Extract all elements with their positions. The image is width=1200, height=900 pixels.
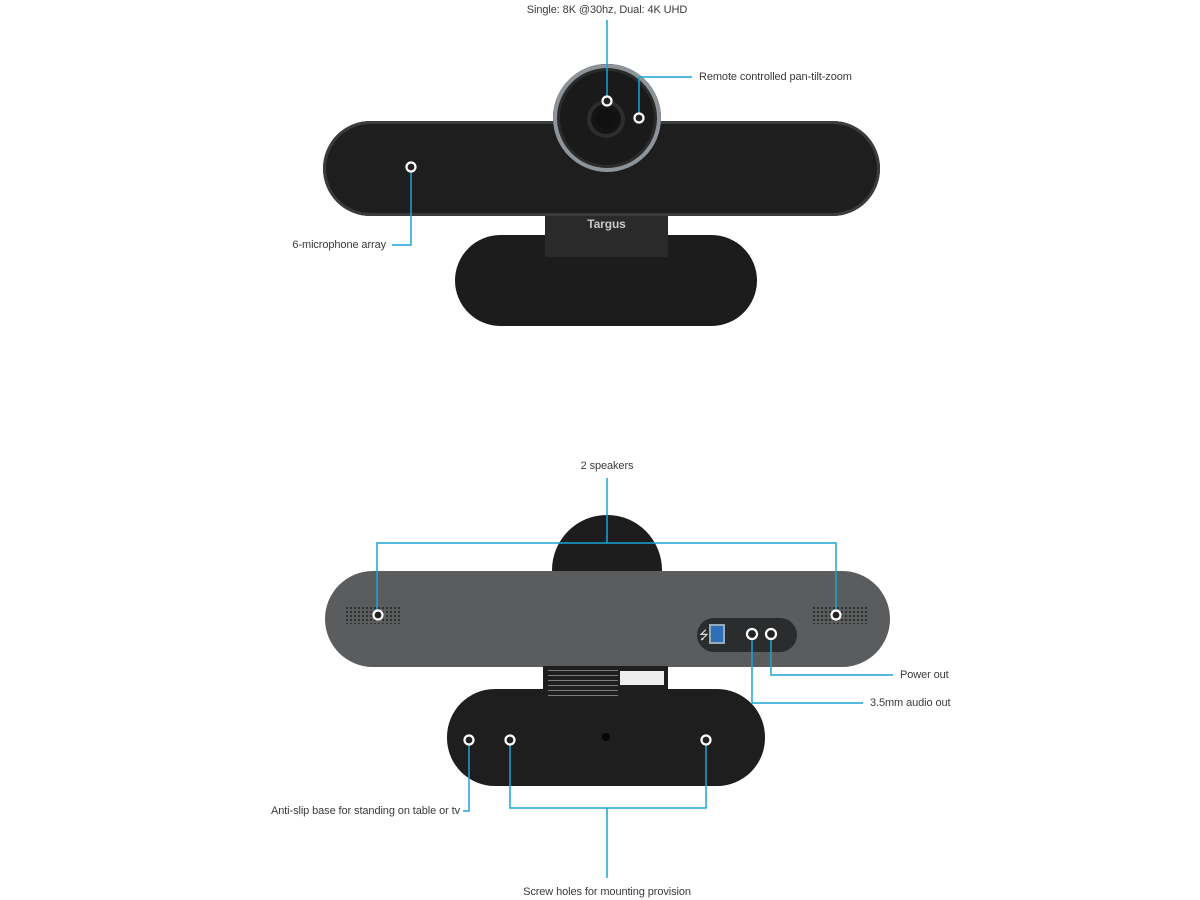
marker-mic — [405, 161, 417, 173]
callout-resolution: Single: 8K @30hz, Dual: 4K UHD — [526, 4, 688, 16]
power-jack — [764, 627, 778, 641]
callout-audio-out: 3.5mm audio out — [870, 697, 951, 709]
callout-screw-holes: Screw holes for mounting provision — [523, 886, 691, 898]
marker-anti-slip — [463, 734, 475, 746]
power-leader — [770, 639, 893, 676]
mic-leader — [392, 172, 412, 246]
speakers-branch — [376, 542, 837, 610]
regulatory-text — [548, 670, 618, 700]
anti-slip-leader — [463, 745, 470, 812]
ptz-leader — [638, 76, 692, 113]
front-stand-neck — [545, 212, 668, 257]
marker-sensor — [601, 95, 613, 107]
usb-icon: ⭍ — [699, 628, 709, 642]
barcode — [620, 671, 664, 685]
screw-leader — [509, 745, 707, 809]
callout-ptz: Remote controlled pan-tilt-zoom — [699, 71, 852, 83]
callout-microphones: 6-microphone array — [292, 239, 386, 251]
back-speaker-bar — [325, 571, 890, 667]
callout-anti-slip: Anti-slip base for standing on table or … — [270, 805, 460, 817]
marker-ptz — [633, 112, 645, 124]
callout-speakers: 2 speakers — [580, 460, 634, 472]
marker-speaker-left — [372, 609, 384, 621]
marker-screw-right — [700, 734, 712, 746]
audio-leader — [751, 639, 863, 704]
marker-speaker-right — [830, 609, 842, 621]
brand-logo: Targus — [587, 217, 626, 231]
audio-jack — [745, 627, 759, 641]
callout-power-out: Power out — [900, 669, 949, 681]
marker-screw-left — [504, 734, 516, 746]
usb-port — [709, 624, 725, 644]
center-hole — [602, 733, 610, 741]
